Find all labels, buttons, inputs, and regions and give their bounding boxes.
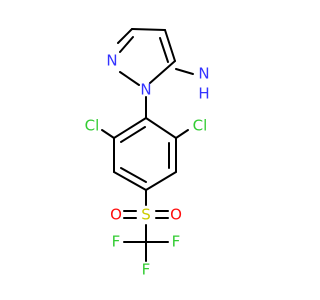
bond-c4-c5-ring: [145, 171, 177, 191]
bond-c3-c4-inner: [120, 167, 147, 183]
atom-o-left: O: [110, 206, 122, 224]
atom-nh2-h: H: [198, 85, 209, 103]
atom-f-right: F: [172, 233, 181, 251]
bond-c5-n1: [149, 60, 176, 84]
atom-s: S: [141, 206, 151, 224]
bond-c5-nh2: [175, 68, 194, 75]
bond-n1-n2: [119, 71, 140, 86]
bond-c3-c4-ring: [113, 171, 147, 191]
atom-cl-right: Cl: [193, 117, 208, 135]
molecule-structure-diagram: N N N H Cl Cl S O O F F F: [85, 28, 210, 279]
bonds: [101, 28, 194, 262]
atom-n1: N: [140, 81, 151, 99]
bond-c6-c1-ring: [145, 117, 177, 139]
bond-c6-cl: [175, 129, 189, 139]
bond-c3-c4: [131, 28, 166, 31]
bond-n2-c3-double: [119, 36, 134, 53]
atom-n2: N: [106, 52, 117, 70]
atom-labels: N N N H Cl Cl S O O F F F: [85, 52, 210, 279]
bond-c4-c5: [164, 29, 176, 62]
bond-c2-cl: [101, 129, 115, 139]
atom-cl-left: Cl: [85, 117, 100, 135]
atom-f-left: F: [112, 233, 121, 251]
bond-c1-c2: [113, 117, 147, 139]
bond-c4-c5-inner: [159, 37, 169, 63]
atom-nh2-n: N: [198, 65, 209, 83]
atom-f-bottom: F: [142, 261, 151, 279]
bond-n2-c3: [117, 28, 133, 44]
bond-c1-c2-inner: [120, 126, 146, 143]
atom-o-right: O: [170, 206, 182, 224]
